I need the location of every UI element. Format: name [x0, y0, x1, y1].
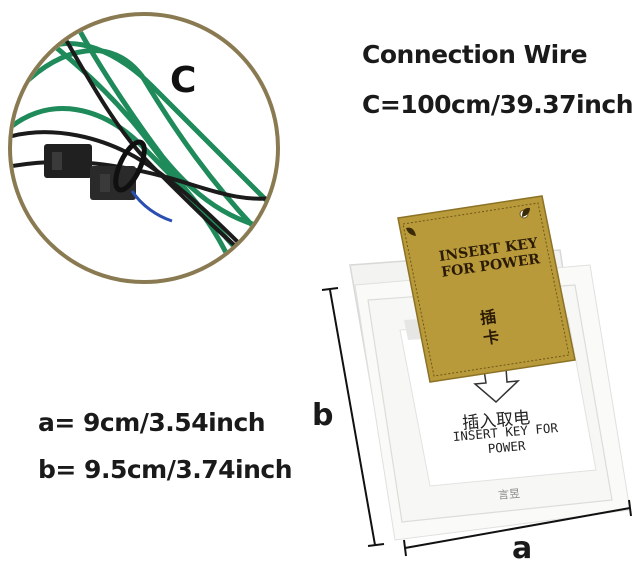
key-card	[397, 195, 576, 383]
card-cn-2: 卡	[481, 326, 501, 349]
wire-inset	[8, 12, 280, 284]
wire-bundle-illustration	[12, 16, 276, 280]
dimension-b-text: b= 9.5cm/3.74inch	[38, 455, 293, 484]
inset-label: C	[170, 60, 197, 101]
dimension-a-text: a= 9cm/3.54inch	[38, 408, 266, 437]
dimension-b-label: b	[312, 398, 334, 433]
connection-length: C=100cm/39.37inch	[362, 90, 634, 119]
connection-title: Connection Wire	[362, 40, 588, 69]
brand-mark: 言昱	[497, 487, 521, 502]
dimension-a-label: a	[512, 531, 533, 566]
